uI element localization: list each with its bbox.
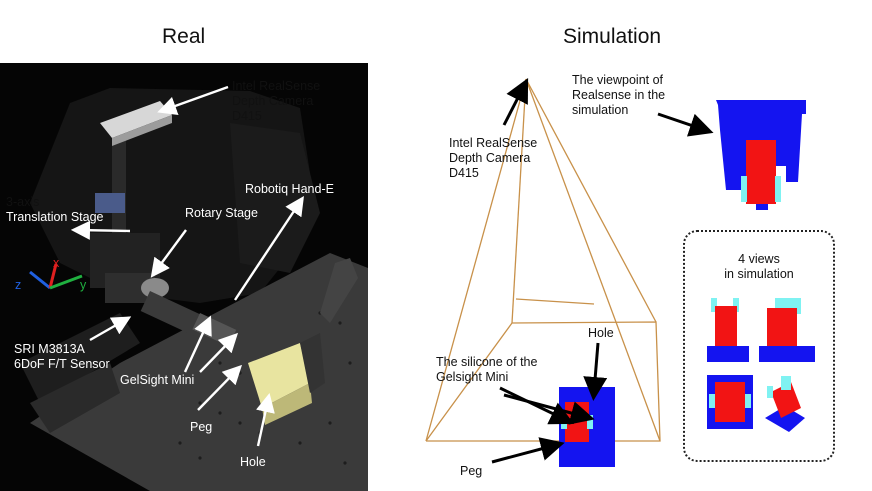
axes-icon <box>29 263 83 290</box>
rotary-stage-label: Rotary Stage <box>185 206 258 220</box>
real-title: Real <box>162 25 206 48</box>
silicone-arrow-2 <box>503 393 595 425</box>
arrow-camera <box>157 85 229 115</box>
hole-arrow <box>583 342 608 401</box>
arrow-rotary-stage <box>150 229 187 278</box>
real-arrows <box>70 85 304 447</box>
sim-peg-label: Peg <box>460 464 483 478</box>
axis-y-label: y <box>80 278 87 292</box>
view-1 <box>707 298 749 362</box>
hand-label: Robotiq Hand-E <box>245 182 334 196</box>
arrow-hand <box>233 195 304 301</box>
real-setup-illustration <box>20 88 368 491</box>
sim-camera-arrow <box>502 77 529 126</box>
view-3 <box>707 375 753 429</box>
hole-label: Hole <box>240 455 266 469</box>
viewpoint-render-red <box>746 140 776 204</box>
sim-peg <box>565 402 589 442</box>
camera-frustum <box>425 78 661 442</box>
simulation-diagram <box>425 77 806 467</box>
arrow-gelsight-2 <box>199 332 239 373</box>
view-2 <box>759 298 815 362</box>
peg-label: Peg <box>190 420 213 434</box>
four-views-renders <box>707 298 815 432</box>
axis-z-label: z <box>15 278 22 292</box>
view-4 <box>765 376 805 432</box>
gelsight-label: GelSight Mini <box>120 373 195 387</box>
arrow-translation-stage <box>70 220 131 240</box>
peg-arrow <box>491 437 565 464</box>
axis-x-label: x <box>53 256 60 270</box>
arrow-hole <box>256 392 275 447</box>
arrow-peg <box>197 364 243 411</box>
translation-stage-label: 3-axis <box>6 195 40 209</box>
translation-stage-label-2: Translation Stage <box>6 210 104 224</box>
arrow-gelsight-1 <box>183 315 212 373</box>
viewpoint-arrow <box>657 112 714 137</box>
simulation-title: Simulation <box>563 25 662 48</box>
real-setup-photo: x y z <box>0 63 368 491</box>
sim-hole-label: Hole <box>588 326 614 340</box>
arrow-sensor <box>89 316 132 342</box>
